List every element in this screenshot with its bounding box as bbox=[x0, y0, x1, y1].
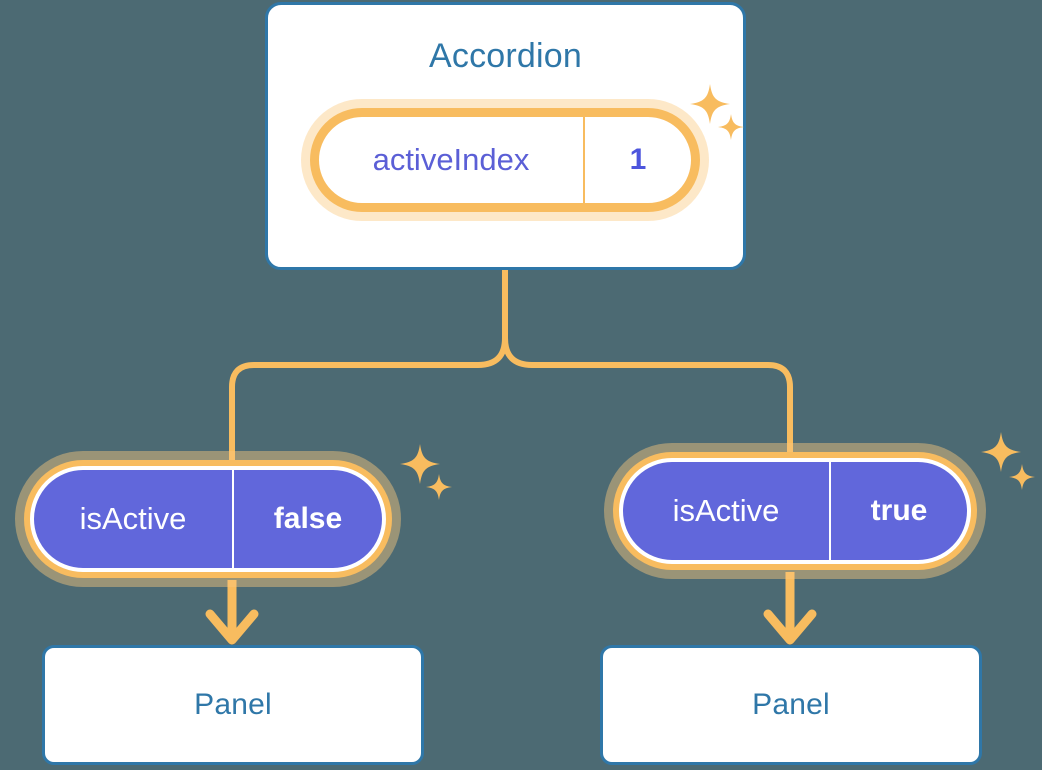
state-pill-key: activeIndex bbox=[319, 117, 585, 203]
state-pill-is-active-true[interactable]: isActive true bbox=[619, 458, 971, 564]
panel-title: Panel bbox=[752, 688, 830, 721]
arrow-down-icon-right bbox=[763, 572, 817, 645]
state-pill-key: isActive bbox=[34, 470, 234, 568]
panel-card-right[interactable]: Panel bbox=[600, 645, 982, 765]
state-pill-value: false bbox=[273, 502, 343, 535]
connector-trunk-split bbox=[229, 267, 508, 473]
state-pill-is-active-false[interactable]: isActive false bbox=[30, 466, 386, 572]
panel-title: Panel bbox=[194, 688, 272, 721]
connector-trunk-split-right bbox=[502, 335, 793, 465]
panel-card-left[interactable]: Panel bbox=[42, 645, 424, 765]
arrow-down-icon-left bbox=[205, 580, 259, 645]
state-pill-key: isActive bbox=[623, 462, 831, 560]
state-pill-value: true bbox=[870, 494, 928, 527]
state-pill-active-index[interactable]: activeIndex 1 bbox=[310, 108, 700, 212]
page-title: Accordion bbox=[429, 37, 582, 75]
state-pill-value: 1 bbox=[629, 143, 647, 176]
